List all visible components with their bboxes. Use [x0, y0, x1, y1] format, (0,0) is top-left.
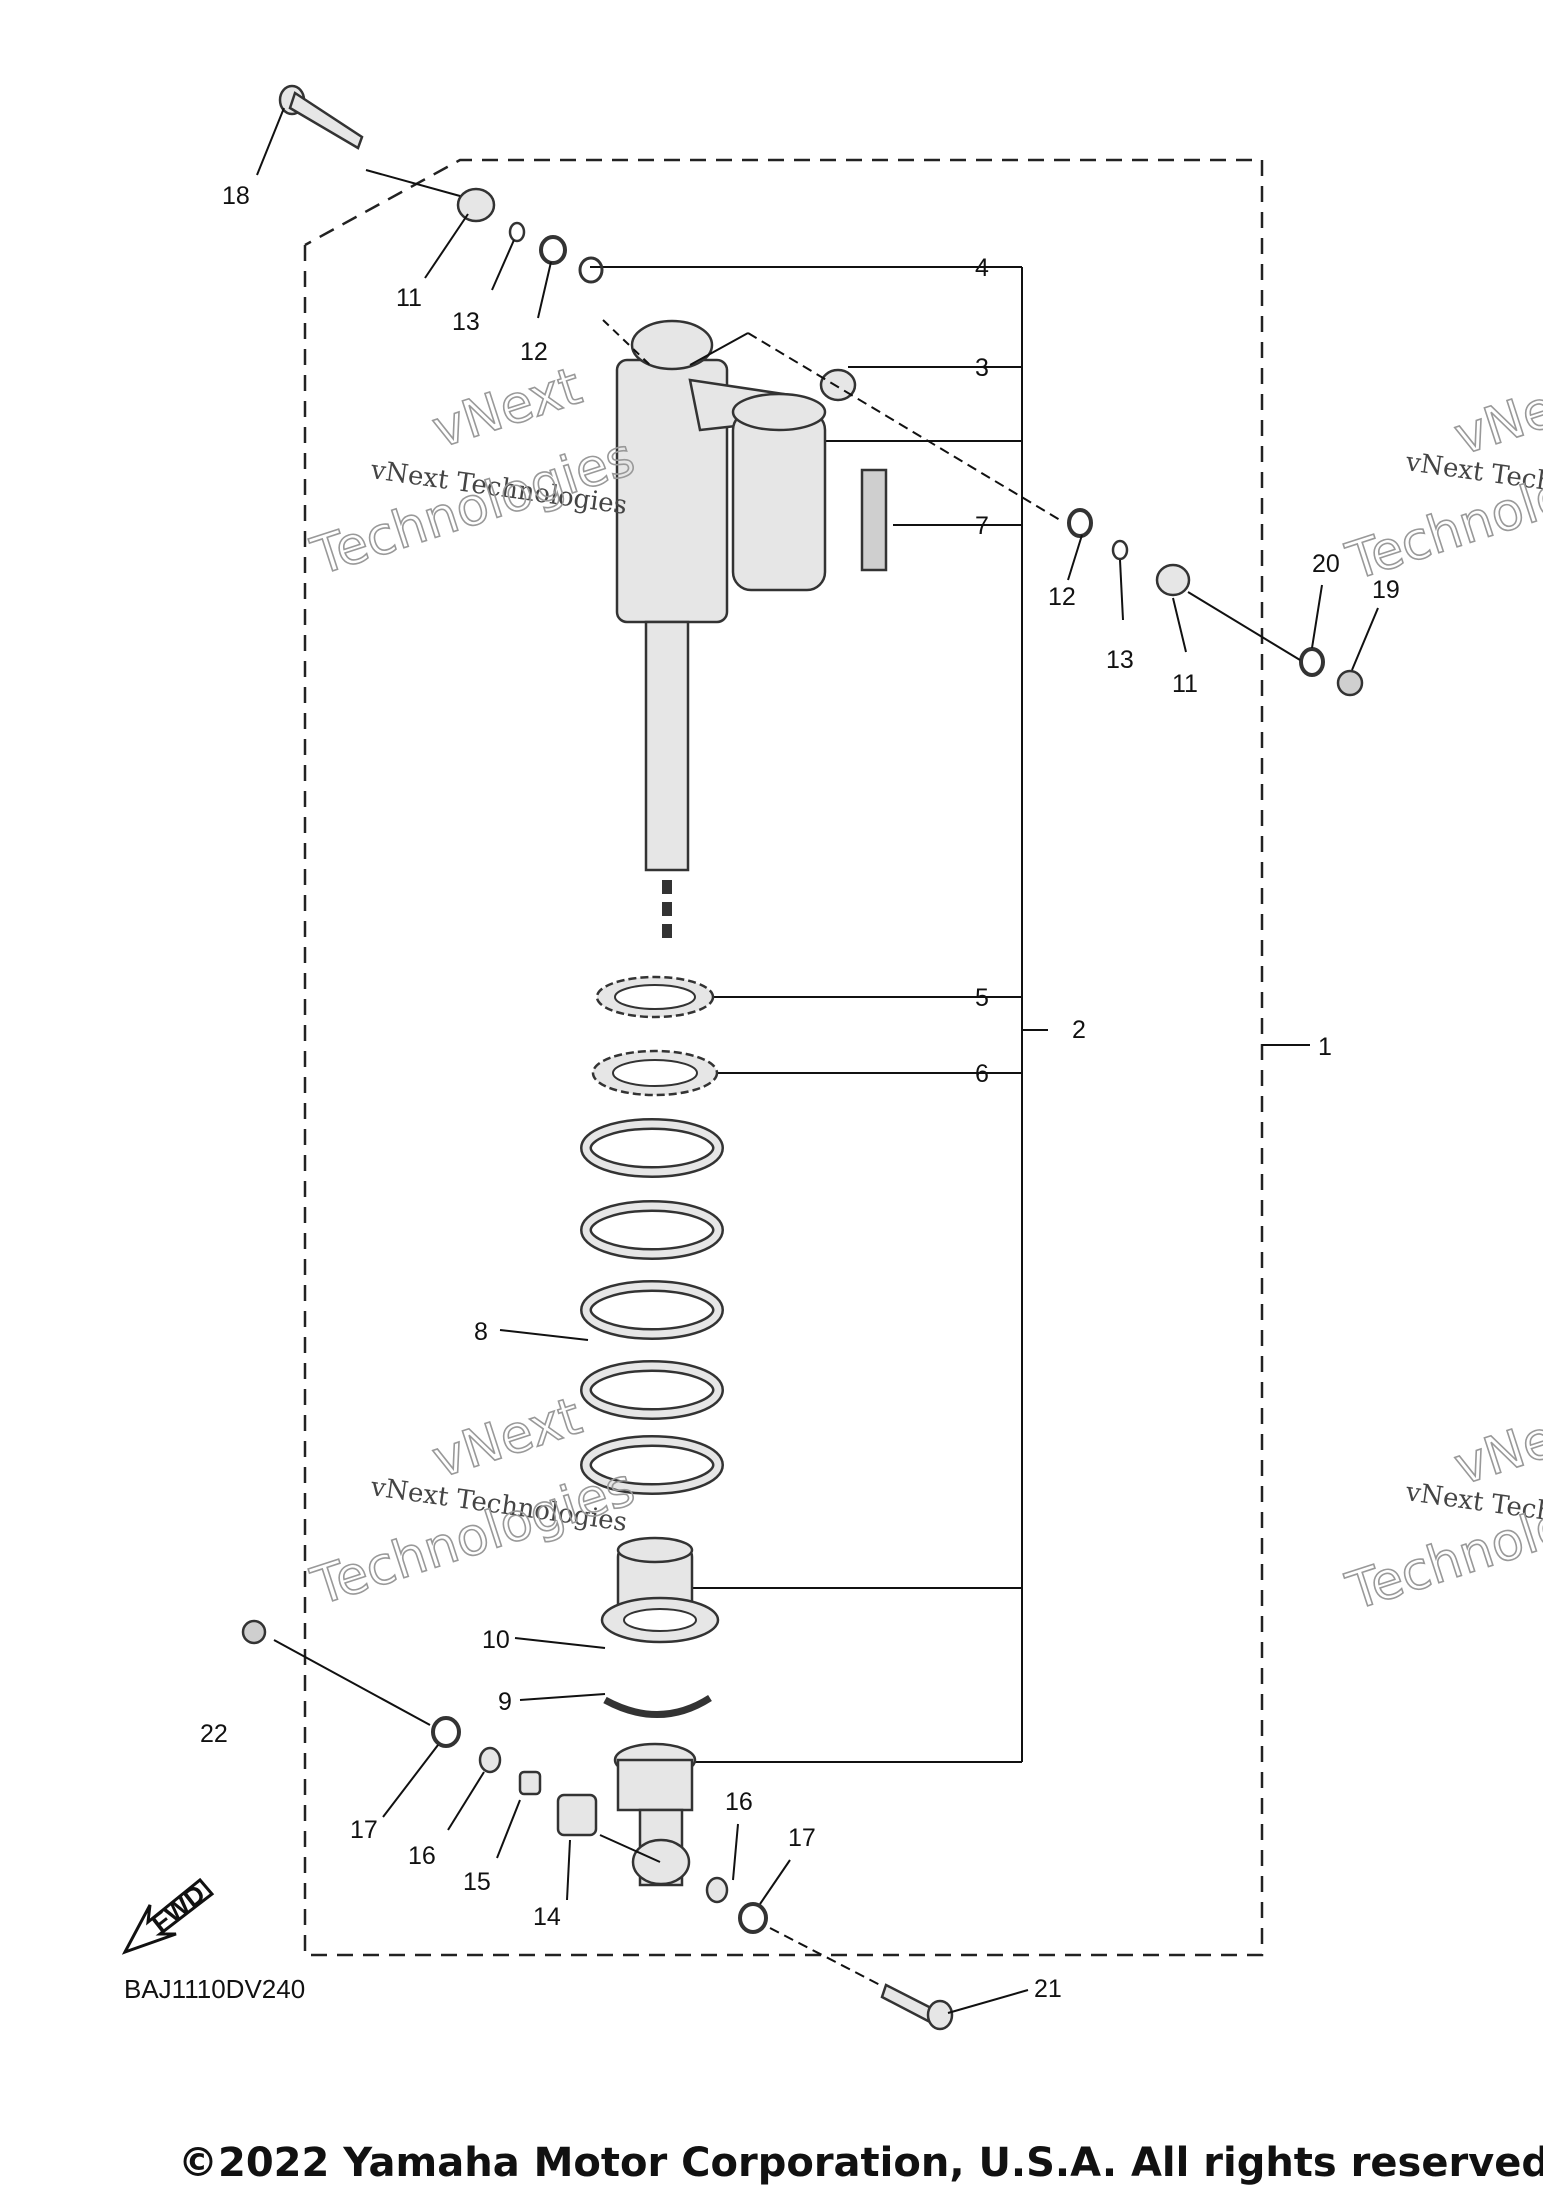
- callout-6: 6: [975, 1060, 989, 1088]
- fwd-arrow: FWD: [121, 1877, 215, 1955]
- callout-14: 14: [533, 1903, 561, 1931]
- callout-7: 7: [975, 512, 989, 540]
- callout-17: 17: [350, 1816, 378, 1844]
- callout-16: 16: [725, 1788, 753, 1816]
- callout-4: 4: [975, 254, 989, 282]
- copyright-notice: ©2022 Yamaha Motor Corporation, U.S.A. A…: [178, 2140, 1543, 2185]
- watermarks: vNext Technologies vNext Technologies vN…: [304, 356, 1543, 1624]
- callout-11: 11: [1172, 670, 1198, 698]
- callouts: 1 2 3 4 5 6 7 8 9 10 11 11 12 12 13 13 1…: [200, 182, 1400, 2003]
- watermark-brand: vNext: [1447, 1393, 1543, 1497]
- assembly-boundary: [303, 158, 1264, 1957]
- callout-16: 16: [408, 1842, 436, 1870]
- callout-1: 1: [1318, 1033, 1332, 1061]
- callout-2: 2: [1072, 1016, 1086, 1044]
- spring: [580, 1118, 724, 1495]
- lower-bolt: [880, 1983, 954, 2031]
- locknuts: [591, 975, 719, 1097]
- callout-12: 12: [520, 338, 548, 366]
- lower-mount-parts: [241, 1619, 768, 1934]
- callout-13: 13: [1106, 646, 1134, 674]
- callout-19: 19: [1372, 576, 1400, 604]
- callout-12: 12: [1048, 583, 1076, 611]
- callout-10: 10: [482, 1626, 510, 1654]
- shock-absorber-body: [615, 319, 827, 945]
- callout-9: 9: [498, 1688, 512, 1716]
- callout-17: 17: [788, 1824, 816, 1852]
- watermark-brand: vNext: [425, 356, 588, 460]
- callout-3: 3: [975, 354, 989, 382]
- watermark-brand: vNext: [1447, 363, 1543, 467]
- bracket-2: [590, 266, 1310, 1763]
- label-sticker: [860, 468, 888, 572]
- callout-5: 5: [975, 984, 989, 1012]
- callout-15: 15: [463, 1868, 491, 1896]
- lower-clevis: [613, 1742, 697, 1887]
- callout-20: 20: [1312, 550, 1340, 578]
- callout-13: 13: [452, 308, 480, 336]
- callout-11: 11: [396, 284, 422, 312]
- callout-8: 8: [474, 1318, 488, 1346]
- reference-code: BAJ1110DV240: [124, 1974, 305, 2004]
- watermark-brand: vNext: [425, 1386, 588, 1490]
- callout-22: 22: [200, 1720, 228, 1748]
- upper-bolt: [278, 84, 364, 150]
- callout-18: 18: [222, 182, 250, 210]
- circlip: [603, 1695, 712, 1718]
- leader-lines: [256, 107, 1379, 2014]
- watermark-word: Technologies: [305, 1457, 642, 1618]
- callout-21: 21: [1034, 1975, 1062, 2003]
